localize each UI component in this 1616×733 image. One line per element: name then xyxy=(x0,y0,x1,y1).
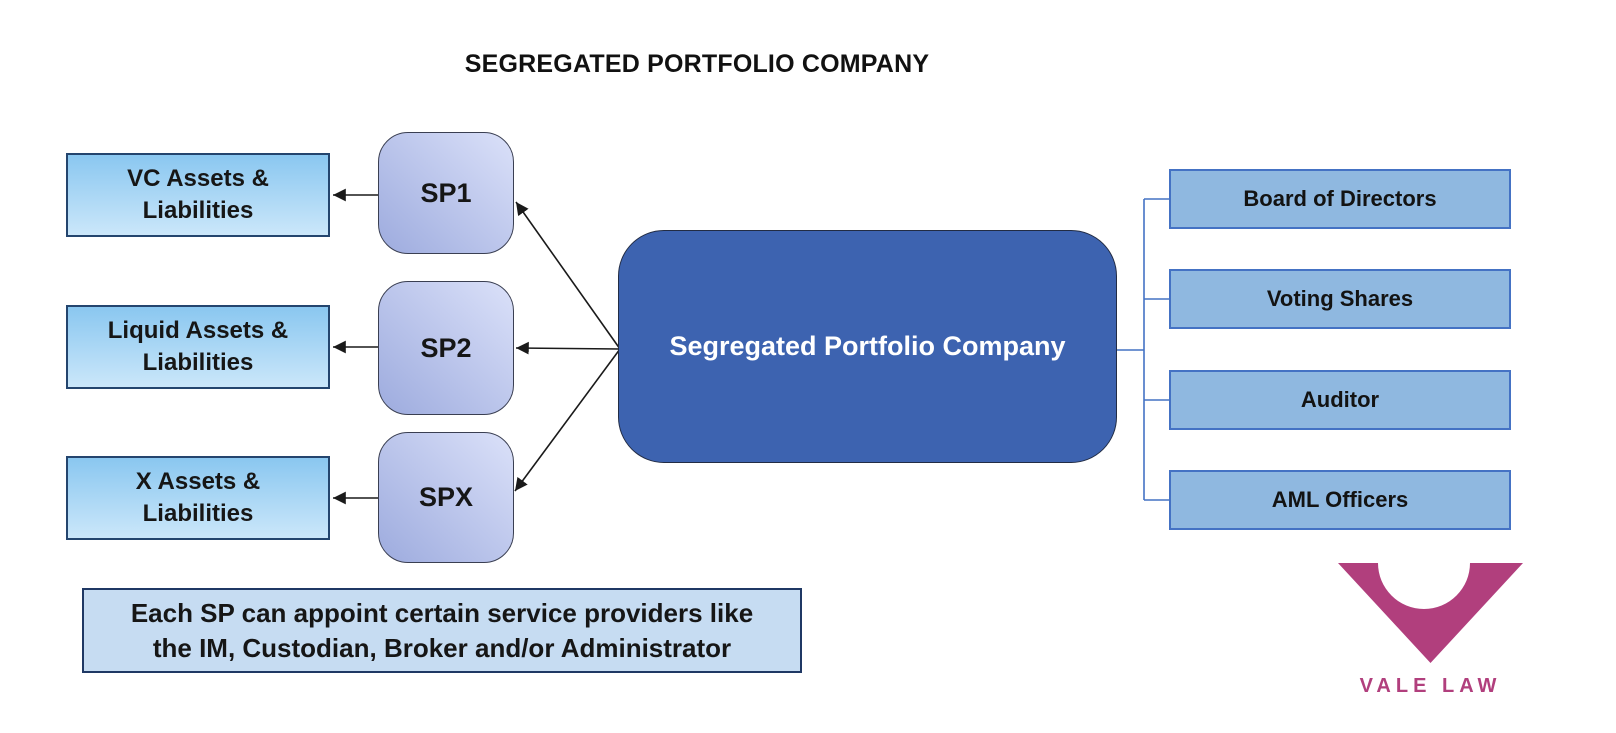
voting-shares-label: Voting Shares xyxy=(1266,286,1414,311)
sp2-label: SP2 xyxy=(420,332,472,363)
asset-box-x-line1: X Assets & xyxy=(135,467,261,495)
arrow-center-to-sp2 xyxy=(515,341,621,355)
governance-box-auditor: Auditor xyxy=(1169,370,1511,430)
governance-bracket-connector xyxy=(1117,198,1169,501)
spx-label: SPX xyxy=(418,482,474,512)
asset-box-liquid-line2: Liabilities xyxy=(142,349,254,376)
vale-law-v-icon xyxy=(1338,563,1523,663)
aml-officers-label: AML Officers xyxy=(1271,487,1409,512)
sp1-label: SP1 xyxy=(420,177,472,208)
arrow-center-to-sp1 xyxy=(515,201,621,350)
asset-box-x: X Assets & Liabilities xyxy=(66,456,330,540)
diagram-title: SEGREGATED PORTFOLIO COMPANY xyxy=(464,50,930,78)
segregated-portfolio-company-box: Segregated Portfolio Company xyxy=(618,230,1117,463)
vale-law-wordmark: VALE LAW xyxy=(1359,675,1502,697)
asset-box-vc-line2: Liabilities xyxy=(142,197,254,224)
governance-box-board-of-directors: Board of Directors xyxy=(1169,169,1511,229)
governance-box-voting-shares: Voting Shares xyxy=(1169,269,1511,329)
note-line2: the IM, Custodian, Broker and/or Adminis… xyxy=(152,632,732,663)
service-providers-note: Each SP can appoint certain service prov… xyxy=(82,588,802,673)
sp2-box: SP2 xyxy=(378,281,514,415)
board-of-directors-label: Board of Directors xyxy=(1243,186,1437,211)
spx-box: SPX xyxy=(378,432,514,563)
arrow-center-to-spx xyxy=(514,348,621,492)
segregated-portfolio-company-label: Segregated Portfolio Company xyxy=(669,331,1066,361)
asset-box-liquid: Liquid Assets & Liabilities xyxy=(66,305,330,389)
sp1-box: SP1 xyxy=(378,132,514,254)
note-line1: Each SP can appoint certain service prov… xyxy=(130,598,754,629)
asset-box-vc-line1: VC Assets & xyxy=(127,164,269,192)
vale-law-logo: VALE LAW xyxy=(1338,563,1523,700)
asset-box-x-line2: Liabilities xyxy=(142,500,254,527)
auditor-label: Auditor xyxy=(1300,387,1380,412)
asset-box-liquid-line1: Liquid Assets & xyxy=(107,316,289,344)
governance-box-aml-officers: AML Officers xyxy=(1169,470,1511,530)
asset-box-vc: VC Assets & Liabilities xyxy=(66,153,330,237)
